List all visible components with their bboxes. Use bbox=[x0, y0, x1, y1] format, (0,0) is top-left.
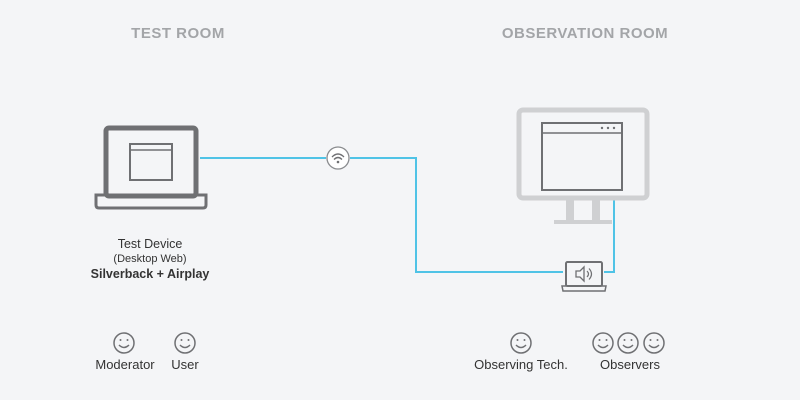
device-software: Silverback + Airplay bbox=[90, 267, 210, 281]
wifi-icon bbox=[326, 146, 350, 170]
moderator-label: Moderator bbox=[95, 357, 155, 372]
observers-label: Observers bbox=[600, 357, 660, 372]
laptop-icon bbox=[94, 125, 208, 210]
monitor-icon bbox=[516, 107, 650, 224]
device-platform: (Desktop Web) bbox=[113, 253, 187, 265]
moderator-smiley-icon bbox=[113, 332, 135, 354]
observer-smiley-icon bbox=[592, 332, 614, 354]
test-room-title: TEST ROOM bbox=[131, 25, 225, 42]
connection-line-laptop-to-monitor bbox=[604, 200, 615, 273]
user-label: User bbox=[171, 357, 199, 372]
test-device-label: Test Device (Desktop Web) Silverback + A… bbox=[80, 237, 220, 282]
speaker-laptop-icon bbox=[561, 261, 607, 292]
device-name: Test Device bbox=[117, 237, 183, 251]
connection-line-wifi-to-observation bbox=[350, 157, 563, 273]
user-smiley-icon bbox=[174, 332, 196, 354]
observer-smiley-icon bbox=[617, 332, 639, 354]
observer-smiley-icon bbox=[643, 332, 665, 354]
observation-room-title: OBSERVATION ROOM bbox=[501, 25, 669, 42]
observing-tech-smiley-icon bbox=[510, 332, 532, 354]
observing-tech-label: Observing Tech. bbox=[474, 357, 568, 372]
